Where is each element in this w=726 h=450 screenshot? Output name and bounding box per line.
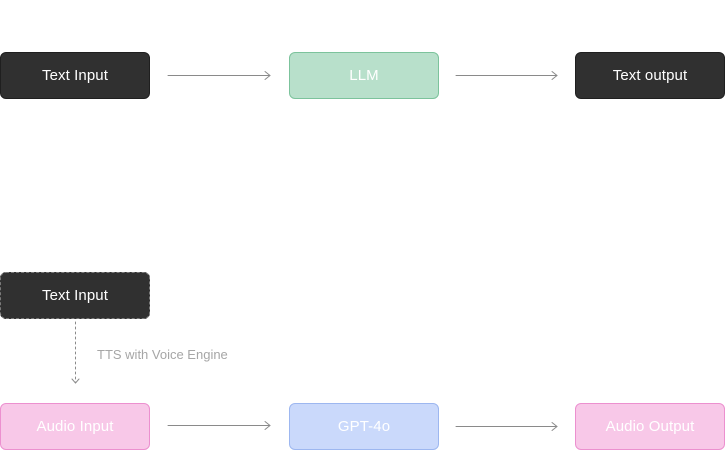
audio-output-label: Audio Output bbox=[605, 418, 695, 435]
llm-label: LLM bbox=[349, 67, 379, 84]
text-input-node: Text Input bbox=[0, 52, 150, 99]
arrow-tts-to-audio-input bbox=[71, 321, 80, 384]
gpt-4o-node: GPT-4o bbox=[289, 403, 439, 450]
arrow-audio-input-to-gpt-4o bbox=[167, 421, 271, 430]
audio-input-node: Audio Input bbox=[0, 403, 150, 450]
tts-text-input-node: Text Input bbox=[0, 272, 150, 319]
text-input-label: Text Input bbox=[41, 67, 109, 84]
text-output-node: Text output bbox=[575, 52, 725, 99]
arrow-llm-to-text-output bbox=[455, 71, 558, 80]
arrow-gpt-4o-to-audio-output bbox=[455, 422, 558, 431]
arrow-text-input-to-llm bbox=[167, 71, 271, 80]
audio-input-label: Audio Input bbox=[36, 418, 114, 435]
text-output-label: Text output bbox=[612, 67, 688, 84]
gpt-4o-label: GPT-4o bbox=[337, 418, 391, 435]
audio-output-node: Audio Output bbox=[575, 403, 725, 450]
tts-voice-engine-label: TTS with Voice Engine bbox=[97, 347, 228, 362]
tts-text-input-label: Text Input bbox=[41, 287, 109, 304]
llm-node: LLM bbox=[289, 52, 439, 99]
